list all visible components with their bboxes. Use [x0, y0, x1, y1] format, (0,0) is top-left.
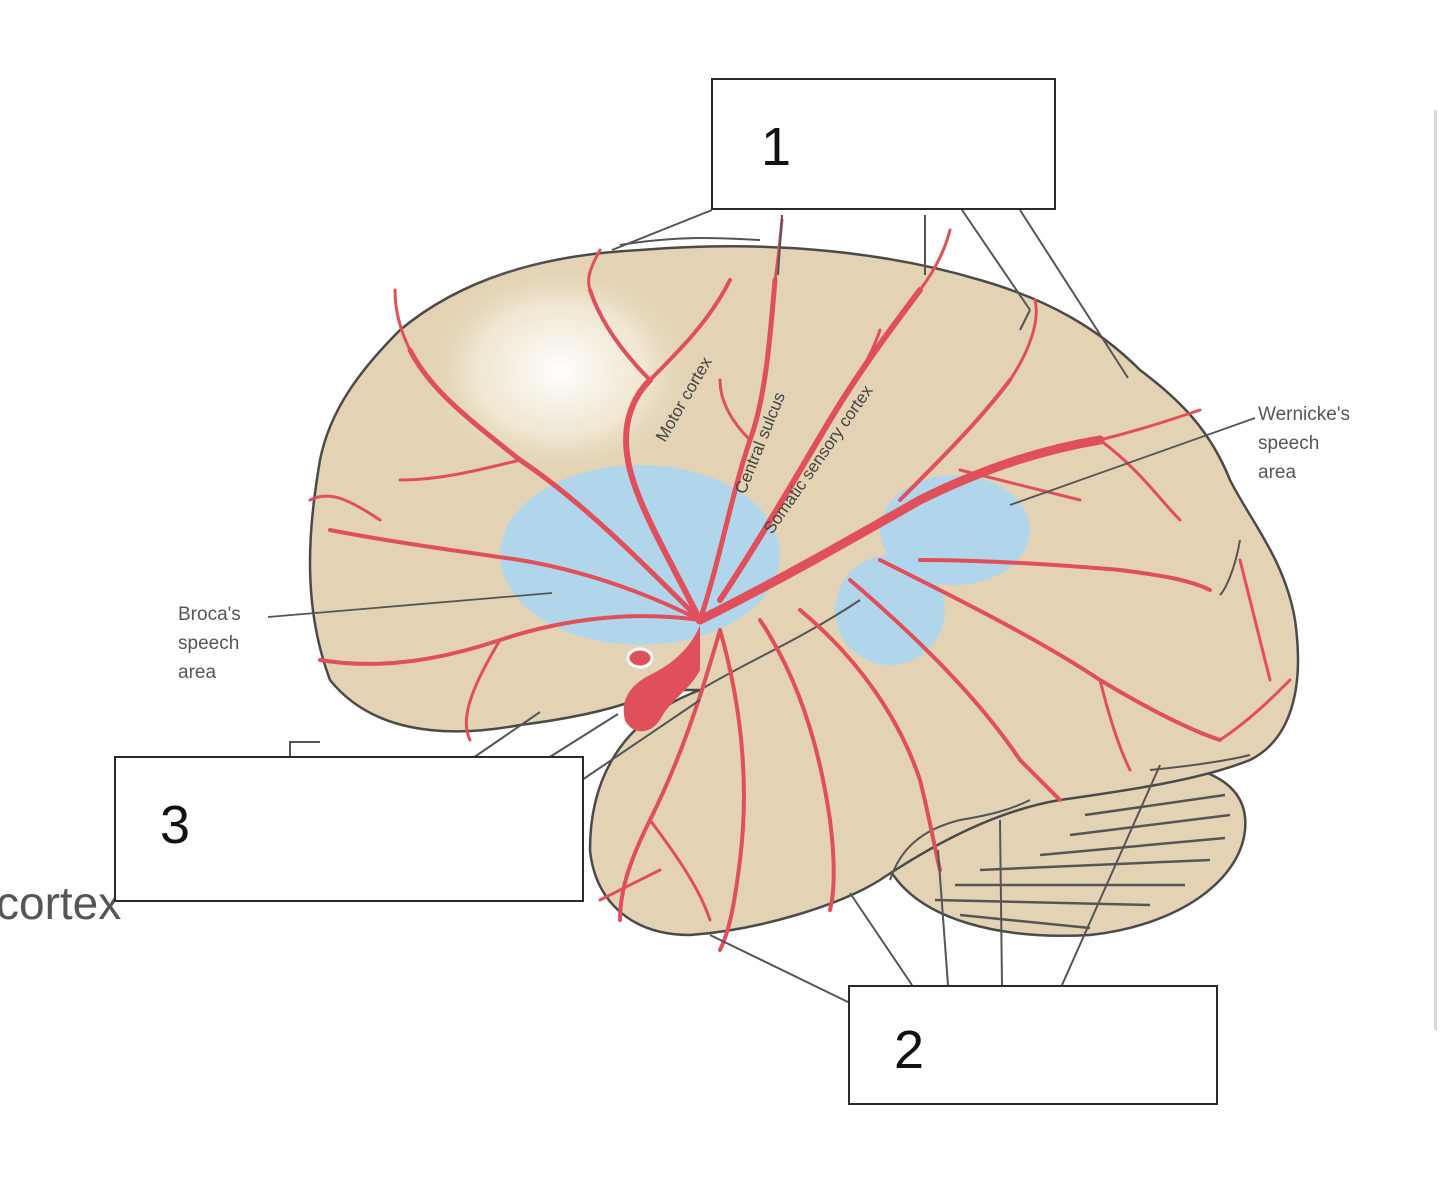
answer-box-1[interactable]: 1 [711, 78, 1056, 210]
wernicke-label: Wernicke's speech area [1258, 400, 1350, 487]
wernicke-label-line-3: area [1258, 462, 1297, 483]
wernicke-label-line-2: speech [1258, 433, 1320, 454]
box1-leaders [611, 209, 1129, 379]
box3-leaders [289, 699, 701, 781]
cerebellum-folia [934, 793, 1231, 930]
box2-leaders [709, 764, 1161, 1004]
wernicke-label-line-1: Wernicke's [1258, 404, 1350, 425]
internal-carotid-artery [623, 625, 700, 732]
answer-box-1-number: 1 [761, 117, 792, 177]
broca-label-line-1: Broca's [178, 604, 241, 625]
answer-box-2[interactable]: 2 [848, 985, 1218, 1105]
answer-box-3-number: 3 [160, 795, 191, 855]
page-edge-divider [1434, 110, 1437, 1030]
arteries [308, 218, 1292, 952]
cortex-text-fragment: cortex [0, 877, 122, 929]
answer-box-3[interactable]: 3 [114, 756, 584, 902]
broca-label: Broca's speech area [178, 600, 241, 687]
sulci [619, 236, 1251, 881]
broca-area [500, 465, 780, 645]
broca-label-line-2: speech [178, 633, 240, 654]
answer-box-2-number: 2 [894, 1020, 925, 1080]
temporal-speech-area [835, 555, 945, 665]
broca-label-line-3: area [178, 662, 217, 683]
